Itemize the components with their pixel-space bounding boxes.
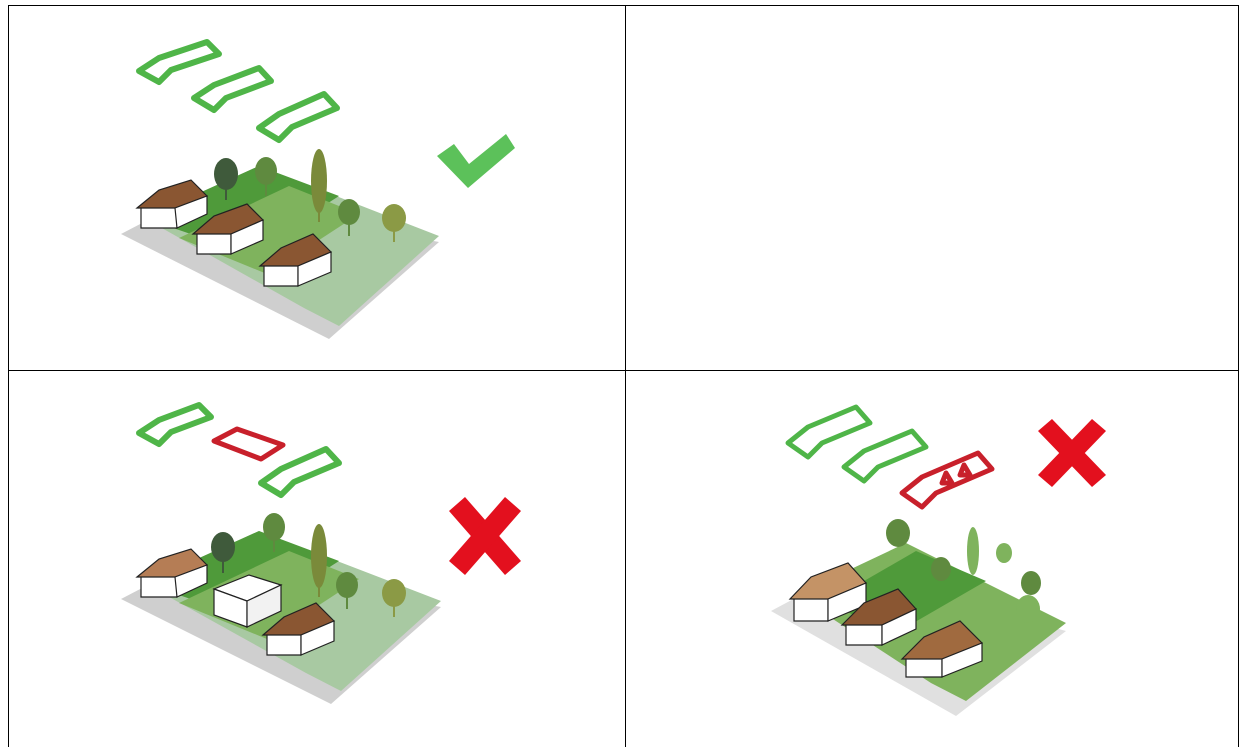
cross-icon: [1038, 419, 1106, 487]
checkmark-icon: [437, 134, 515, 188]
street-scene: [771, 519, 1066, 716]
roof-outline-green: [259, 94, 337, 140]
street-scene: [121, 513, 441, 704]
panel-bottom-left: [9, 371, 625, 747]
panel-top-right: [626, 6, 1238, 370]
grid-right-border: [1238, 5, 1239, 747]
roof-outline-green: [139, 405, 211, 444]
roof-outline-green: [139, 42, 219, 82]
panel-bottom-right: [626, 371, 1238, 747]
roof-outline-green: [194, 68, 271, 110]
roof-outline-green: [261, 449, 339, 495]
roof-outline-green: [788, 407, 870, 457]
panel-top-left: [9, 6, 625, 370]
roof-outline-red: [214, 429, 283, 459]
roof-outline-green: [844, 431, 926, 481]
roof-outline-red: [902, 453, 992, 507]
cross-icon: [449, 497, 521, 575]
street-scene: [121, 149, 439, 339]
